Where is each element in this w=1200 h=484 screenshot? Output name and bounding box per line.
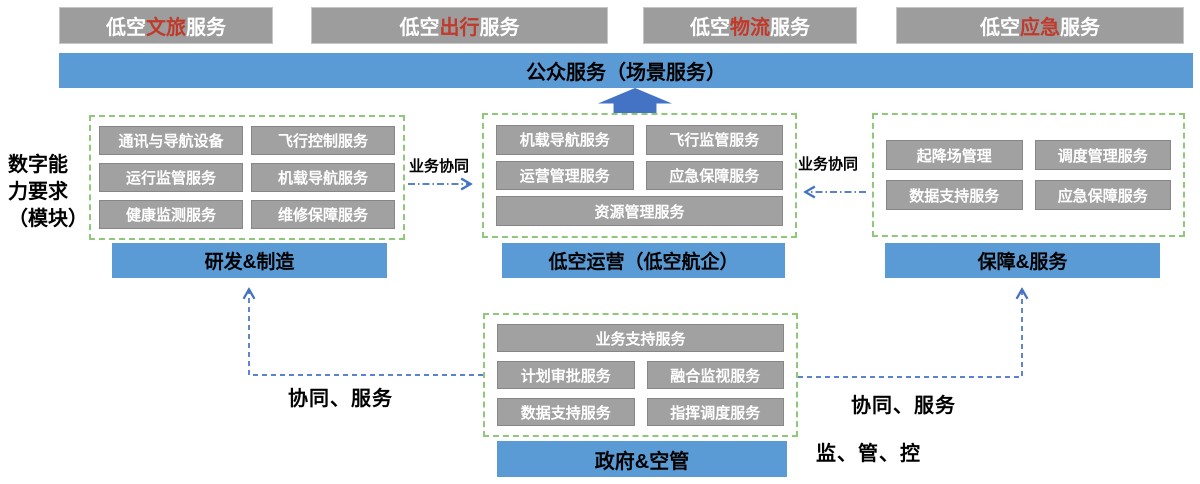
module-box: 维修保障服务 <box>251 200 395 229</box>
scene-box-highlight: 文旅 <box>146 17 186 39</box>
scene-box-prefix: 低空 <box>690 17 730 39</box>
collab-label-left: 业务协同 <box>409 158 470 175</box>
low-altitude-operation-bar: 低空运营（低空航企） <box>502 243 785 278</box>
module-box: 计划审批服务 <box>497 361 635 389</box>
scene-box-suffix: 服务 <box>770 17 810 39</box>
scene-box-travel: 低空出行服务 <box>311 7 608 44</box>
module-box: 运营管理服务 <box>496 160 634 191</box>
scene-box-emergency: 低空应急服务 <box>896 7 1184 44</box>
side-label-line: （模块） <box>8 208 88 230</box>
module-box: 数据支持服务 <box>886 180 1023 210</box>
service-label-right: 协同、服务 <box>851 395 956 417</box>
module-box: 应急保障服务 <box>1034 180 1171 210</box>
module-box: 飞行监管服务 <box>645 125 783 155</box>
scene-box-logistics: 低空物流服务 <box>643 7 857 44</box>
side-label-line: 数字能 <box>8 154 68 176</box>
public-service-bar: 公众服务（场景服务） <box>59 53 1193 88</box>
operation-module-group: 机载导航服务 飞行监管服务 运营管理服务 应急保障服务 资源管理服务 <box>482 113 797 238</box>
module-box: 起降场管理 <box>886 140 1023 170</box>
gov-role-label: 监、管、控 <box>816 443 921 465</box>
support-module-group: 起降场管理 调度管理服务 数据支持服务 应急保障服务 <box>872 113 1185 237</box>
scene-box-prefix: 低空 <box>399 17 440 39</box>
scene-box-suffix: 服务 <box>479 17 520 39</box>
scene-box-prefix: 低空 <box>980 17 1020 39</box>
module-box: 运行监管服务 <box>99 163 243 192</box>
module-box: 数据支持服务 <box>497 398 635 426</box>
module-box: 资源管理服务 <box>496 196 783 226</box>
module-box: 融合监视服务 <box>646 361 784 389</box>
module-box: 飞行控制服务 <box>251 126 395 155</box>
digital-capability-label: 数字能 力要求 （模块） <box>8 152 88 233</box>
scene-box-highlight: 物流 <box>730 17 770 39</box>
module-box: 应急保障服务 <box>645 160 783 191</box>
module-box: 指挥调度服务 <box>646 398 784 426</box>
scene-box-suffix: 服务 <box>1060 17 1100 39</box>
side-label-line: 力要求 <box>8 181 68 203</box>
module-box: 健康监测服务 <box>99 200 243 229</box>
module-box: 通讯与导航设备 <box>99 126 243 155</box>
gov-to-rd-arrow <box>249 290 483 376</box>
gov-atc-bar: 政府&空管 <box>497 441 787 477</box>
module-box: 机载导航服务 <box>496 125 634 155</box>
scene-box-highlight: 应急 <box>1020 17 1060 39</box>
support-service-bar: 保障&服务 <box>885 243 1160 278</box>
scene-box-highlight: 出行 <box>439 17 480 39</box>
scene-box-prefix: 低空 <box>106 17 146 39</box>
service-label-left: 协同、服务 <box>288 388 393 410</box>
rd-manufacturing-bar: 研发&制造 <box>112 243 387 278</box>
module-box: 业务支持服务 <box>497 324 784 352</box>
collab-label-right: 业务协同 <box>798 156 859 173</box>
gov-module-group: 业务支持服务 计划审批服务 融合监视服务 数据支持服务 指挥调度服务 <box>483 313 798 437</box>
module-box: 机载导航服务 <box>251 163 395 192</box>
module-box: 调度管理服务 <box>1034 140 1171 170</box>
gov-to-support-arrow <box>798 290 1022 378</box>
scene-box-suffix: 服务 <box>186 17 226 39</box>
rd-module-group: 通讯与导航设备 飞行控制服务 运行监管服务 机载导航服务 健康监测服务 维修保障… <box>89 115 405 240</box>
scene-box-tourism: 低空文旅服务 <box>59 7 273 44</box>
